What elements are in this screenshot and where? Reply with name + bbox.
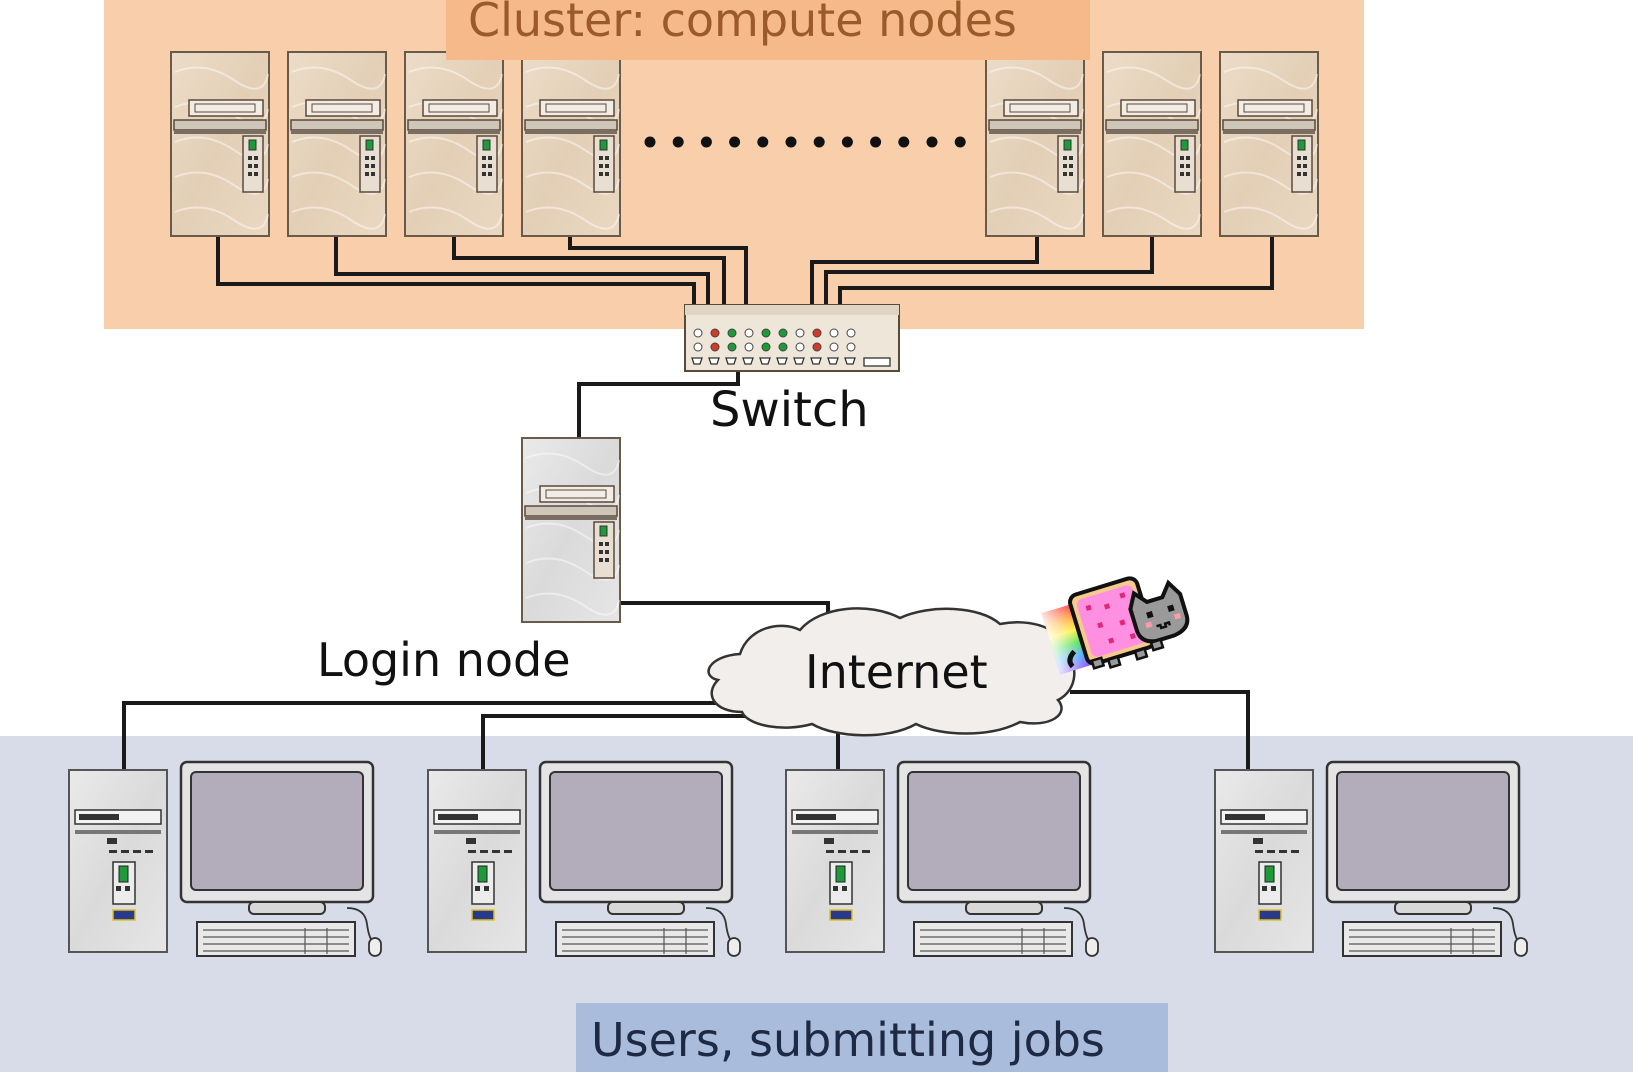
cloud-icon: Internet	[707, 607, 1076, 737]
network-cable	[481, 714, 752, 770]
switch-label: Switch	[710, 382, 869, 438]
compute-node	[1219, 51, 1319, 237]
compute-node	[985, 51, 1085, 237]
login-node-icon	[521, 437, 621, 623]
compute-node	[287, 51, 387, 237]
network-cable	[810, 236, 1039, 305]
desktop-workstation-icon	[427, 760, 741, 957]
compute-node	[1102, 51, 1202, 237]
internet-label: Internet	[805, 645, 988, 699]
network-cable	[577, 371, 740, 438]
wires-layer	[122, 236, 1274, 770]
network-cable	[568, 236, 748, 305]
users-title: Users, submitting jobs	[591, 1013, 1105, 1067]
users-title-box	[576, 1003, 1168, 1072]
network-cable	[824, 236, 1154, 305]
network-switch-icon	[684, 304, 900, 372]
login-node-label: Login node	[317, 633, 571, 687]
devices-layer: Internet	[68, 51, 1528, 957]
network-cable	[216, 236, 696, 305]
cluster-title-box	[446, 0, 1090, 60]
compute-node	[170, 51, 270, 237]
network-cable	[334, 236, 710, 305]
network-cable	[122, 701, 720, 770]
compute-node	[404, 51, 504, 237]
ellipsis-dots	[644, 136, 966, 148]
network-cable	[838, 236, 1274, 305]
desktop-workstation-icon	[785, 760, 1099, 957]
cluster-title: Cluster: compute nodes	[468, 0, 1017, 47]
network-cable	[1070, 690, 1250, 770]
network-cable	[452, 236, 726, 305]
desktop-workstation-icon	[1214, 760, 1528, 957]
compute-node	[521, 51, 621, 237]
desktop-workstation-icon	[68, 760, 382, 957]
nyan-cat-icon	[1041, 576, 1190, 675]
network-cable	[620, 601, 830, 622]
